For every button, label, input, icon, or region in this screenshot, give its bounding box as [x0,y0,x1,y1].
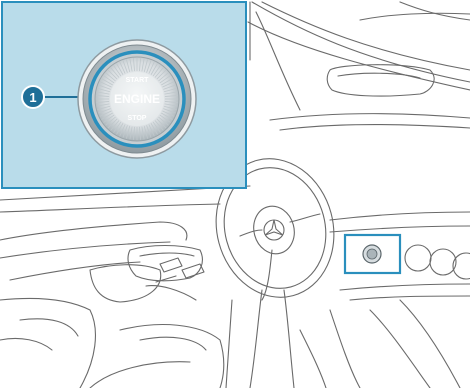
button-label-start: START [126,77,150,84]
dashboard-start-button [363,245,381,263]
callout-number: 1 [29,90,36,105]
button-label-stop: STOP [128,115,147,122]
star-emblem-icon [264,220,284,240]
button-label-engine: ENGINE [114,92,160,106]
